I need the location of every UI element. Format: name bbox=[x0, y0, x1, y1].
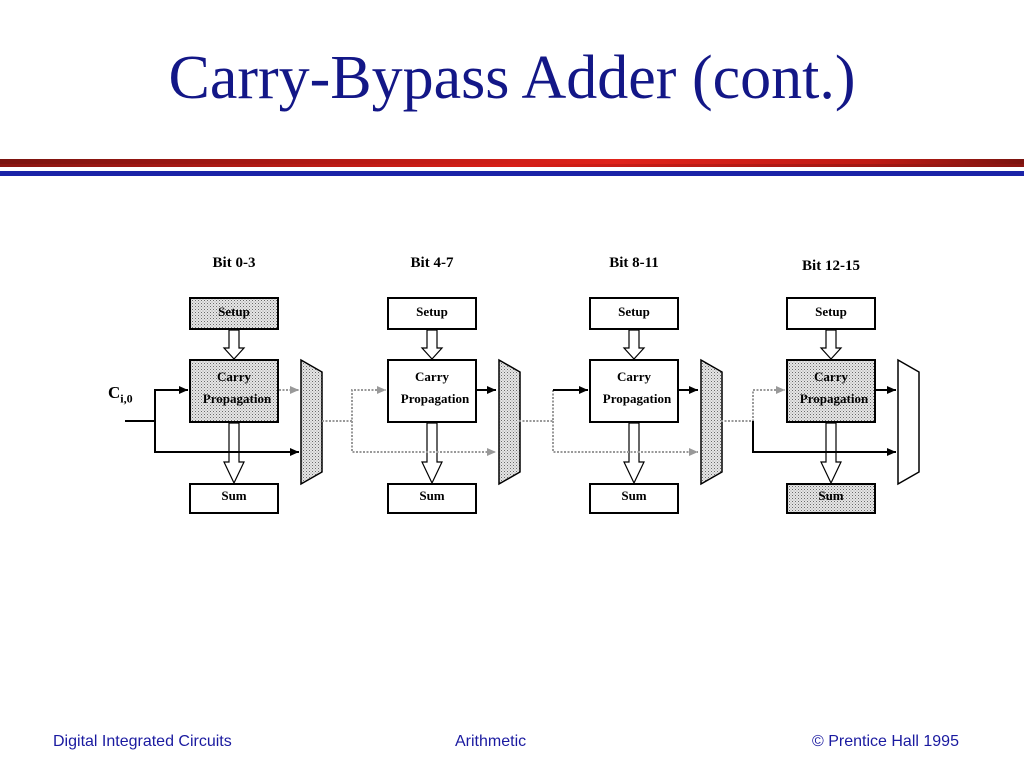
bit-label: Bit 4-7 bbox=[411, 255, 454, 271]
setup-to-carry-arrow bbox=[819, 329, 843, 360]
setup-to-carry-arrow bbox=[420, 329, 444, 360]
sum-box bbox=[589, 483, 679, 514]
carry-to-sum-arrow bbox=[421, 422, 443, 485]
sum-box bbox=[786, 483, 876, 514]
active-wire bbox=[154, 421, 299, 456]
carry-in-subscript: i,0 bbox=[120, 391, 133, 406]
inactive-wire bbox=[519, 389, 588, 422]
title-divider-blue bbox=[0, 171, 1024, 176]
bit-label: Bit 0-3 bbox=[213, 255, 256, 271]
bit-label: Bit 12-15 bbox=[802, 258, 860, 274]
carry-propagation-box bbox=[189, 359, 279, 423]
carry-label-line2: Propagation bbox=[401, 391, 470, 406]
sum-box bbox=[189, 483, 279, 514]
inactive-wire bbox=[322, 386, 386, 422]
active-wire bbox=[752, 421, 896, 456]
setup-label: Setup bbox=[416, 304, 448, 319]
bypass-multiplexer bbox=[897, 358, 920, 486]
setup-box bbox=[387, 297, 477, 330]
bypass-multiplexer bbox=[700, 358, 723, 486]
bit-label: Bit 8-11 bbox=[609, 255, 659, 271]
slide-title: Carry-Bypass Adder (cont.) bbox=[168, 44, 856, 112]
bypass-multiplexer bbox=[498, 358, 521, 486]
footer-left: Digital Integrated Circuits bbox=[53, 733, 232, 750]
setup-to-carry-arrow bbox=[222, 329, 246, 360]
inactive-wire bbox=[351, 421, 496, 456]
bypass-multiplexer bbox=[300, 358, 323, 486]
carry-label-line1: Carry bbox=[814, 369, 848, 384]
sum-label: Sum bbox=[818, 488, 843, 503]
setup-to-carry-arrow bbox=[622, 329, 646, 360]
footer-center: Arithmetic bbox=[455, 733, 527, 750]
sum-box bbox=[387, 483, 477, 514]
footer-right: © Prentice Hall 1995 bbox=[812, 733, 959, 750]
carry-label-line1: Carry bbox=[617, 369, 651, 384]
carry-propagation-box bbox=[786, 359, 876, 423]
inactive-wire bbox=[721, 386, 785, 422]
setup-label: Setup bbox=[218, 304, 250, 319]
setup-box bbox=[189, 297, 279, 330]
carry-in-label: Ci,0 bbox=[108, 383, 133, 406]
carry-label-line2: Propagation bbox=[800, 391, 869, 406]
setup-box bbox=[786, 297, 876, 330]
carry-propagation-box bbox=[387, 359, 477, 423]
sum-label: Sum bbox=[621, 488, 646, 503]
setup-label: Setup bbox=[815, 304, 847, 319]
carry-in-main: C bbox=[108, 383, 121, 402]
carry-propagation-box bbox=[589, 359, 679, 423]
sum-label: Sum bbox=[419, 488, 444, 503]
active-wire bbox=[125, 386, 188, 422]
carry-label-line2: Propagation bbox=[203, 391, 272, 406]
carry-label-line1: Carry bbox=[217, 369, 251, 384]
title-divider-red bbox=[0, 164, 1024, 167]
carry-label-line2: Propagation bbox=[603, 391, 672, 406]
setup-box bbox=[589, 297, 679, 330]
sum-label: Sum bbox=[221, 488, 246, 503]
inactive-wire bbox=[552, 421, 698, 456]
carry-label-line1: Carry bbox=[415, 369, 449, 384]
setup-label: Setup bbox=[618, 304, 650, 319]
title-divider-dark bbox=[0, 159, 1024, 164]
